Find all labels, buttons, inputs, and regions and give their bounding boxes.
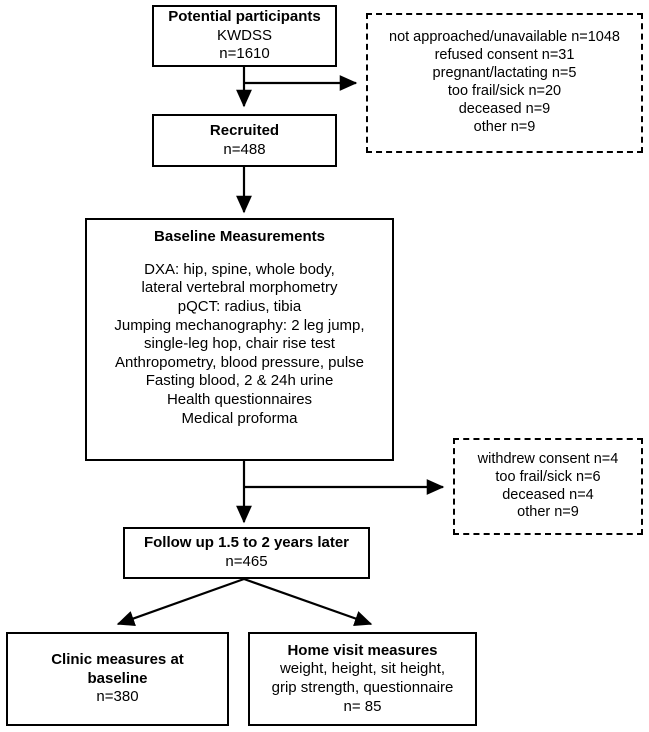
baseline-measure-line: Fasting blood, 2 & 24h urine — [145, 372, 334, 390]
followup-exclusion-line: deceased n=4 — [502, 486, 594, 503]
baseline-measure-line: single-leg hop, chair rise test — [144, 335, 335, 353]
node-exclusions-baseline: not approached/unavailable n=1048 refuse… — [366, 13, 643, 153]
baseline-measure-line: lateral vertebral morphometry — [141, 279, 338, 297]
home-visit-count: n= 85 — [343, 697, 382, 715]
potential-participants-title: Potential participants — [168, 8, 321, 26]
recruited-count: n=488 — [223, 140, 266, 158]
home-visit-title: Home visit measures — [287, 641, 438, 659]
node-exclusions-followup: withdrew consent n=4 too frail/sick n=6 … — [453, 438, 643, 535]
potential-participants-count: n=1610 — [219, 45, 270, 63]
exclusion-line: pregnant/lactating n=5 — [432, 65, 577, 82]
followup-exclusion-line: too frail/sick n=6 — [495, 468, 601, 485]
node-recruited: Recruited n=488 — [152, 114, 337, 167]
clinic-measures-line1: Clinic measures at — [51, 651, 184, 669]
potential-participants-cohort: KWDSS — [216, 26, 272, 44]
exclusion-line: deceased n=9 — [458, 100, 551, 117]
followup-exclusion-line: withdrew consent n=4 — [477, 450, 619, 467]
baseline-measure-line: DXA: hip, spine, whole body, — [144, 260, 335, 278]
exclusion-line: not approached/unavailable n=1048 — [389, 29, 620, 46]
node-clinic-measures: Clinic measures at baseline n=380 — [6, 632, 229, 726]
baseline-measure-line: Anthropometry, blood pressure, pulse — [114, 353, 365, 371]
home-visit-line: grip strength, questionnaire — [271, 679, 454, 696]
follow-up-count: n=465 — [225, 553, 268, 570]
baseline-measure-line: Jumping mechanography: 2 leg jump, — [114, 316, 365, 334]
baseline-measure-line: Medical proforma — [181, 409, 298, 427]
node-baseline-measurements: Baseline Measurements DXA: hip, spine, w… — [85, 218, 394, 461]
edge-followup-to-home-visit — [243, 577, 373, 627]
baseline-measure-line: pQCT: radius, tibia — [177, 298, 302, 316]
node-potential-participants: Potential participants KWDSS n=1610 — [152, 5, 337, 67]
follow-up-title: Follow up 1.5 to 2 years later — [143, 534, 350, 552]
baseline-measure-line: Health questionnaires — [166, 391, 313, 408]
baseline-measurements-title: Baseline Measurements — [154, 228, 325, 245]
exclusion-line: too frail/sick n=20 — [447, 83, 562, 99]
node-home-visit-measures: Home visit measures weight, height, sit … — [248, 632, 477, 726]
home-visit-line: weight, height, sit height, — [279, 660, 446, 678]
recruited-title: Recruited — [209, 121, 280, 139]
clinic-measures-count: n=380 — [96, 688, 139, 706]
clinic-measures-line2: baseline — [87, 669, 148, 687]
exclusion-line: refused consent n=31 — [434, 47, 575, 64]
node-follow-up: Follow up 1.5 to 2 years later n=465 — [123, 527, 370, 579]
edge-followup-to-clinic — [116, 577, 245, 626]
exclusion-line: other n=9 — [473, 118, 536, 135]
followup-exclusion-line: other n=9 — [517, 504, 579, 521]
